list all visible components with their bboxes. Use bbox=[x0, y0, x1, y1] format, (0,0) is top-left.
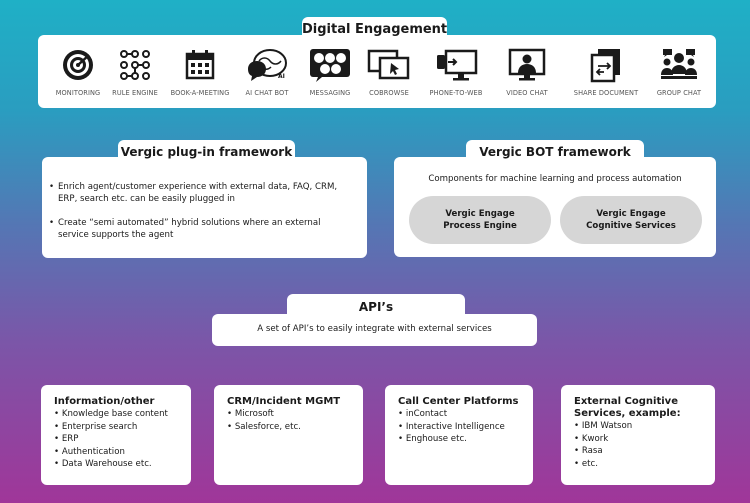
channel-label: MESSAGING bbox=[309, 89, 351, 97]
box-item: Authentication bbox=[54, 446, 191, 459]
calendar-icon bbox=[185, 50, 215, 80]
process-engine-pill: Vergic Engage Process Engine bbox=[409, 196, 551, 244]
channel-label: PHONE-TO-WEB bbox=[429, 89, 483, 97]
box-item: Enghouse etc. bbox=[398, 433, 533, 446]
channel-phone-to-web: PHONE-TO-WEB bbox=[418, 47, 494, 97]
call-center-platforms-box: Call Center Platforms inContact Interact… bbox=[385, 385, 533, 485]
share-document-icon bbox=[590, 49, 620, 83]
box-title: CRM/Incident MGMT bbox=[227, 396, 341, 407]
digital-engagement-title: Digital Engagement bbox=[302, 17, 447, 43]
box-title: External Cognitive bbox=[574, 396, 678, 407]
channel-share-document: SHARE DOCUMENT bbox=[568, 47, 644, 97]
box-item: ERP bbox=[54, 433, 191, 446]
api-description: A set of API’s to easily integrate with … bbox=[257, 324, 492, 334]
pill-line: Cognitive Services bbox=[586, 221, 676, 231]
cobrowse-windows-icon bbox=[367, 49, 410, 80]
svg-text:AI: AI bbox=[278, 73, 285, 80]
plugin-framework-title: Vergic plug-in framework bbox=[118, 140, 295, 164]
box-item: IBM Watson bbox=[574, 420, 715, 433]
channel-monitoring: MONITORING bbox=[40, 47, 116, 97]
channel-label: VIDEO CHAT bbox=[506, 89, 548, 97]
channel-video-chat: VIDEO CHAT bbox=[489, 47, 565, 97]
bot-framework-subtitle: Components for machine learning and proc… bbox=[428, 174, 682, 184]
information-other-box: Information/other Knowledge base content… bbox=[41, 385, 191, 485]
rule-engine-icon bbox=[120, 50, 150, 80]
api-title: API’s bbox=[287, 294, 465, 320]
box-item: Microsoft bbox=[227, 408, 363, 421]
channel-label: SHARE DOCUMENT bbox=[573, 89, 639, 97]
external-cognitive-services-box: External Cognitive Services, example: IB… bbox=[561, 385, 715, 485]
channel-label: BOOK-A-MEETING bbox=[170, 89, 230, 97]
channel-label: GROUP CHAT bbox=[656, 89, 702, 97]
channel-label: MONITORING bbox=[55, 89, 101, 97]
box-item: Data Warehouse etc. bbox=[54, 458, 191, 471]
box-item: etc. bbox=[574, 458, 715, 471]
plugin-bullet: Enrich agent/customer experience with ex… bbox=[49, 181, 348, 205]
digital-engagement-panel: MONITORING RULE ENGINE BOOK-A-MEETING bbox=[38, 35, 716, 108]
box-item: Rasa bbox=[574, 445, 715, 458]
box-item: Knowledge base content bbox=[54, 408, 191, 421]
phone-to-web-icon bbox=[437, 49, 478, 81]
ai-brain-chat-icon: AI bbox=[248, 49, 287, 81]
channel-rule-engine: RULE ENGINE bbox=[97, 47, 173, 97]
video-chat-icon bbox=[508, 48, 546, 81]
box-item: Kwork bbox=[574, 433, 715, 446]
channel-cobrowse: COBROWSE bbox=[351, 47, 427, 97]
box-item: Enterprise search bbox=[54, 421, 191, 434]
crm-incident-box: CRM/Incident MGMT Microsoft Salesforce, … bbox=[214, 385, 363, 485]
channel-book-a-meeting: BOOK-A-MEETING bbox=[162, 47, 238, 97]
pill-line: Process Engine bbox=[443, 221, 517, 231]
channel-label: RULE ENGINE bbox=[112, 89, 158, 97]
bot-framework-title: Vergic BOT framework bbox=[466, 140, 644, 164]
box-title: Call Center Platforms bbox=[398, 396, 519, 407]
channel-label: COBROWSE bbox=[369, 89, 409, 97]
pill-line: Vergic Engage bbox=[445, 209, 515, 219]
box-item: Salesforce, etc. bbox=[227, 421, 363, 434]
cognitive-services-pill: Vergic Engage Cognitive Services bbox=[560, 196, 702, 244]
radar-icon bbox=[63, 50, 93, 80]
plugin-framework-panel bbox=[42, 157, 367, 258]
messaging-apps-icon bbox=[310, 49, 350, 82]
channel-messaging: MESSAGING bbox=[292, 47, 368, 97]
box-item: Interactive Intelligence bbox=[398, 421, 533, 434]
box-item: inContact bbox=[398, 408, 533, 421]
plugin-bullet: Create “semi automated” hybrid solutions… bbox=[49, 217, 348, 241]
channel-label: AI CHAT BOT bbox=[245, 89, 289, 97]
box-title: Services, example: bbox=[574, 408, 681, 419]
pill-line: Vergic Engage bbox=[596, 209, 666, 219]
group-chat-icon bbox=[661, 49, 697, 79]
channel-ai-chat-bot: AI AI CHAT BOT bbox=[229, 47, 305, 97]
channel-group-chat: GROUP CHAT bbox=[641, 47, 717, 97]
box-title: Information/other bbox=[54, 396, 155, 407]
